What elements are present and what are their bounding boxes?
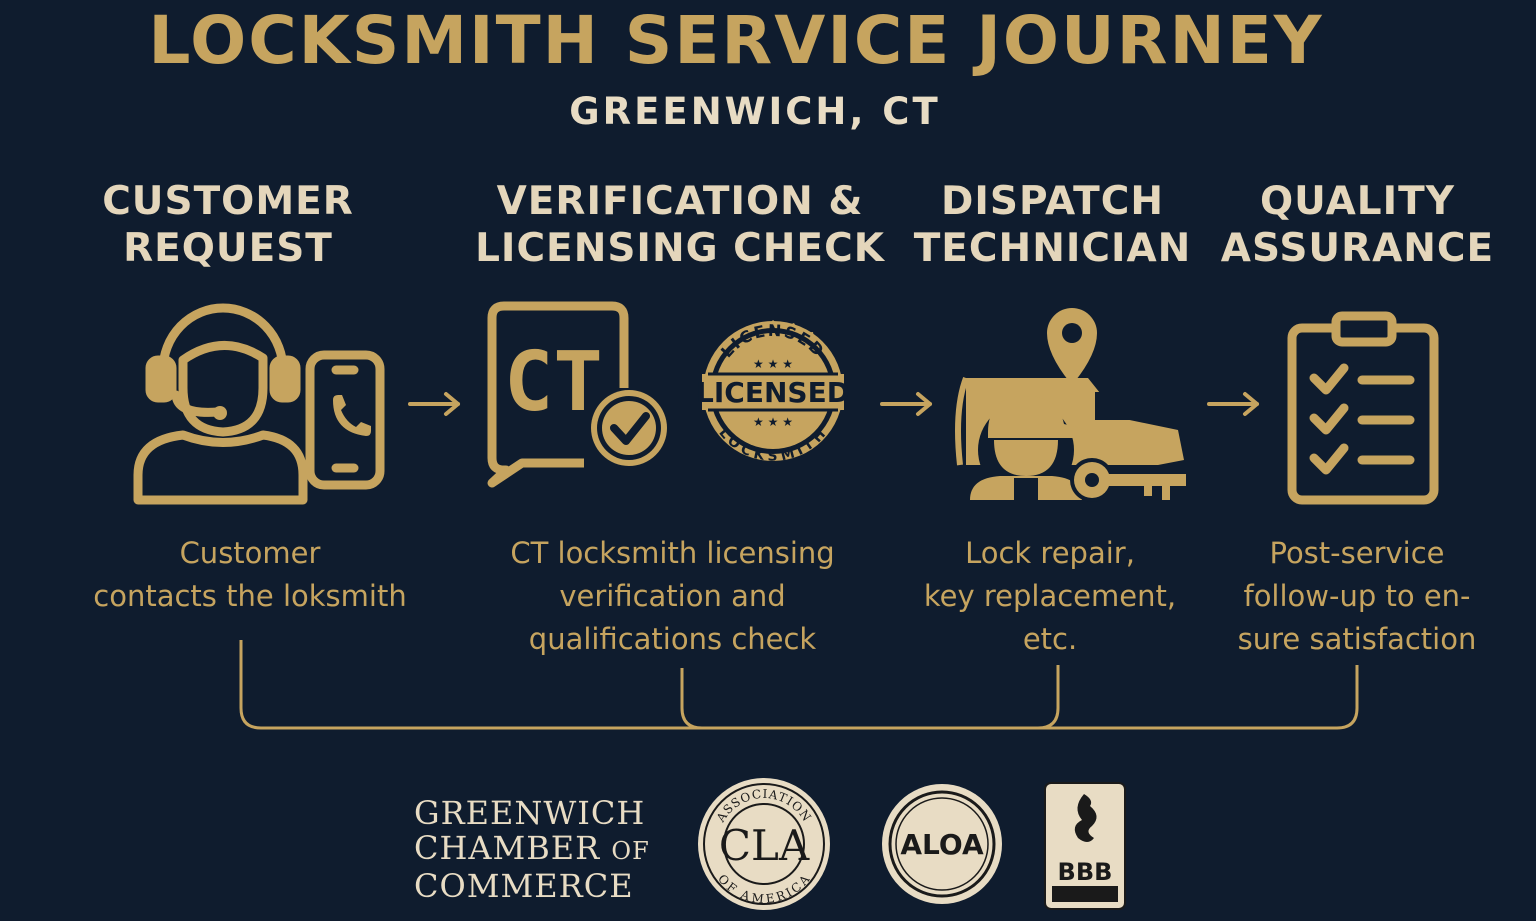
ct-text: CT — [504, 335, 603, 430]
bbb-logo: BBB — [1044, 782, 1126, 910]
arrow-right-icon — [408, 392, 460, 416]
page-subtitle: GREENWICH, CT — [569, 90, 941, 133]
cla-center-text: CLA — [719, 821, 810, 870]
step-title-customer-request: CUSTOMER REQUEST — [102, 179, 354, 271]
svg-text:★ ★ ★: ★ ★ ★ — [753, 415, 793, 429]
greenwich-chamber-logo: GREENWICH CHAMBER OF COMMERCE — [414, 794, 650, 905]
step-desc-customer-request: Customer contacts the loksmith — [93, 536, 407, 613]
step-title-dispatch: DISPATCH TECHNICIAN — [913, 179, 1192, 271]
step-desc-quality: Post-service follow-up to en- sure satis… — [1237, 536, 1477, 656]
ct-license-document-icon: CT — [487, 301, 667, 488]
checklist-clipboard-icon — [1287, 311, 1439, 505]
arrow-right-icon — [880, 392, 932, 416]
step-title-verification: VERIFICATION & LICENSING CHECK — [475, 179, 885, 271]
arrow-right-icon — [1207, 392, 1259, 416]
svg-text:★ ★ ★: ★ ★ ★ — [753, 357, 793, 371]
step-desc-dispatch: Lock repair, key replacement, etc. — [923, 536, 1177, 656]
dispatch-van-icon — [955, 308, 1186, 502]
page-title: LOCKSMITH SERVICE JOURNEY — [148, 2, 1324, 79]
cla-association-logo: ASSOCIATION OF AMERICA CLA — [698, 778, 830, 910]
licensed-seal-icon: LICENSED LOCKSMITH LICENSED ★ ★ ★ ★ ★ ★ — [696, 320, 850, 465]
aloa-text: ALOA — [900, 828, 984, 861]
bbb-text: BBB — [1058, 858, 1113, 886]
step-title-quality: QUALITY ASSURANCE — [1220, 179, 1495, 271]
customer-headset-icon — [133, 303, 385, 505]
seal-center-text: LICENSED — [696, 376, 850, 409]
aloa-logo: ALOA — [882, 784, 1002, 904]
step-desc-verification: CT locksmith licensing verification and … — [510, 536, 835, 656]
